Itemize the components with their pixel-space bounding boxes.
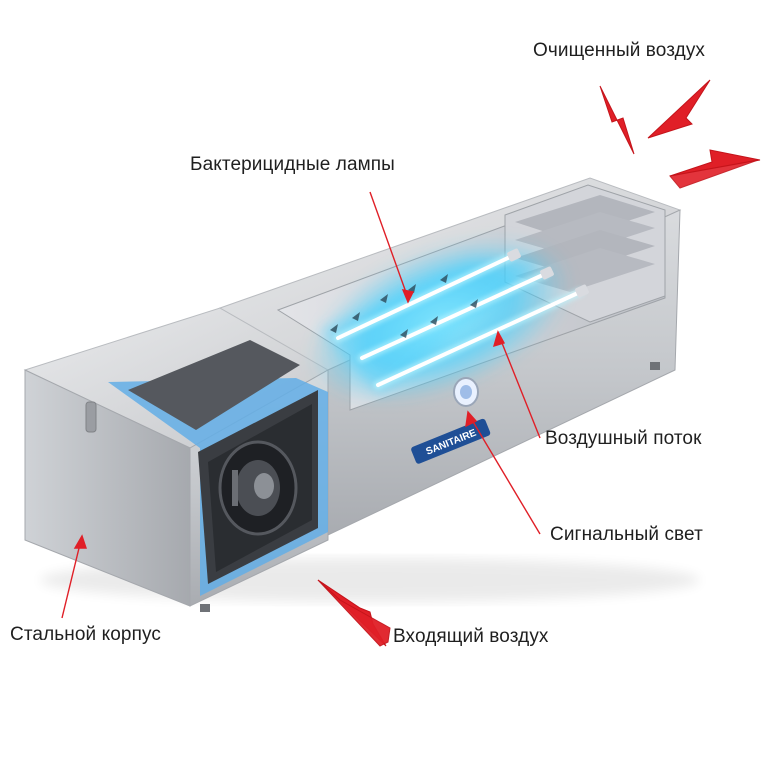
- label-incoming-air: Входящий воздух: [393, 626, 549, 647]
- label-uv-lamps: Бактерицидные лампы: [190, 154, 395, 175]
- foot: [200, 604, 210, 612]
- foot: [650, 362, 660, 370]
- fan-duct-top: [128, 340, 300, 430]
- signal-light-icon: [453, 377, 479, 407]
- uv-lamps: [333, 248, 589, 390]
- leader-lines: [61, 191, 541, 619]
- arrows: [317, 79, 761, 647]
- label-clean-air: Очищенный воздух: [533, 40, 706, 61]
- clean-air-arrow-icon: [599, 85, 635, 155]
- fan-icon: [218, 440, 298, 536]
- airflow-markers: [330, 274, 478, 338]
- label-steel-case: Стальной корпус: [10, 624, 161, 645]
- label-signal-light: Сигнальный свет: [550, 524, 703, 545]
- clean-air-arrow-icon: [647, 79, 711, 139]
- latch: [85, 401, 97, 433]
- label-air-flow: Воздушный поток: [545, 428, 702, 449]
